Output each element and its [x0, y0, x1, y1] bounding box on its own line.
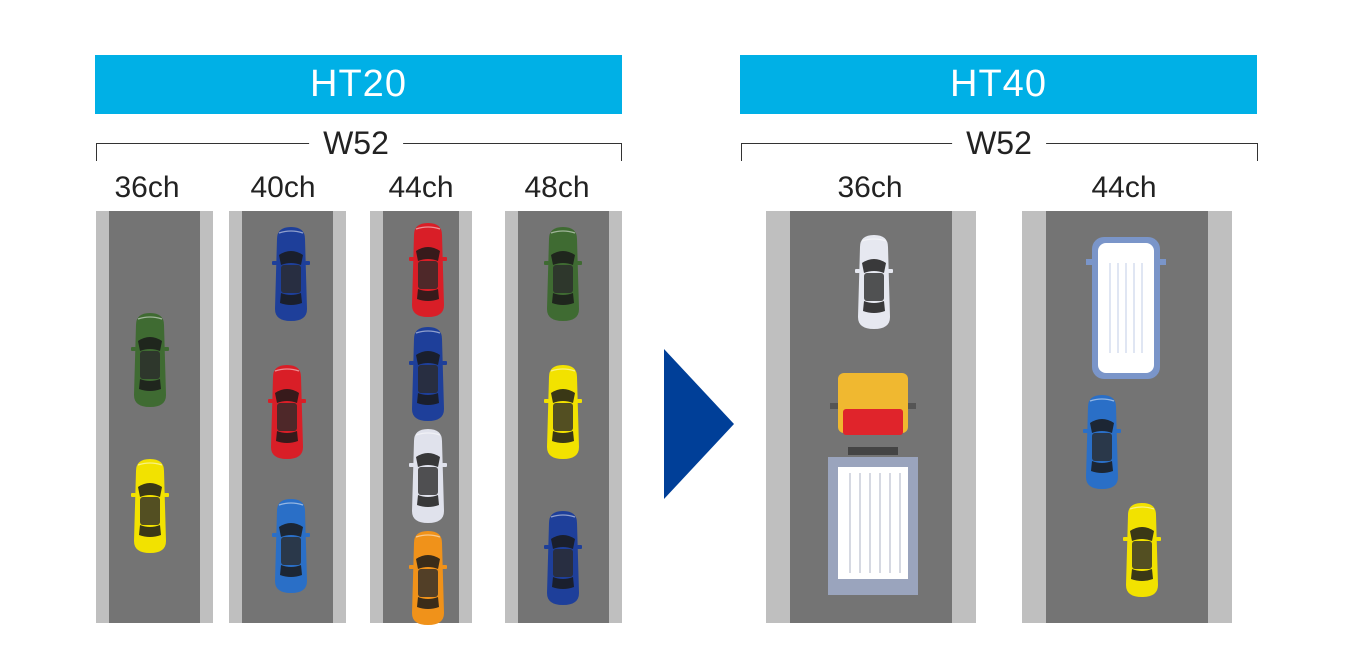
channel-label-44ch-ht40: 44ch	[1091, 171, 1157, 204]
w52-label-right: W52	[952, 125, 1046, 161]
car-icon	[543, 509, 583, 607]
channel-label-40ch: 40ch	[250, 171, 316, 204]
ht40-banner: HT40	[740, 55, 1257, 114]
channel-label-48ch: 48ch	[524, 171, 590, 204]
car-icon	[408, 427, 448, 525]
truck-icon	[828, 373, 918, 595]
car-icon	[267, 363, 307, 461]
channel-label-36ch-ht40: 36ch	[837, 171, 903, 204]
van-icon	[1086, 237, 1166, 379]
car-icon	[543, 363, 583, 461]
car-icon	[1122, 501, 1162, 599]
lane-36ch-ht40	[766, 211, 976, 623]
right-arrow-icon	[664, 349, 734, 499]
channel-label-44ch: 44ch	[388, 171, 454, 204]
lane-44ch	[370, 211, 472, 623]
car-icon	[408, 529, 448, 627]
channel-label-36ch: 36ch	[114, 171, 180, 204]
car-icon	[130, 311, 170, 409]
car-icon	[408, 325, 448, 423]
car-icon	[1082, 393, 1122, 491]
car-icon	[271, 225, 311, 323]
car-icon	[543, 225, 583, 323]
w52-label-left: W52	[309, 125, 403, 161]
lane-36ch	[96, 211, 213, 623]
lane-44ch-ht40	[1022, 211, 1232, 623]
lane-48ch	[505, 211, 622, 623]
ht20-banner: HT20	[95, 55, 622, 114]
car-icon	[854, 233, 894, 331]
car-icon	[271, 497, 311, 595]
car-icon	[130, 457, 170, 555]
lane-40ch	[229, 211, 346, 623]
car-icon	[408, 221, 448, 319]
